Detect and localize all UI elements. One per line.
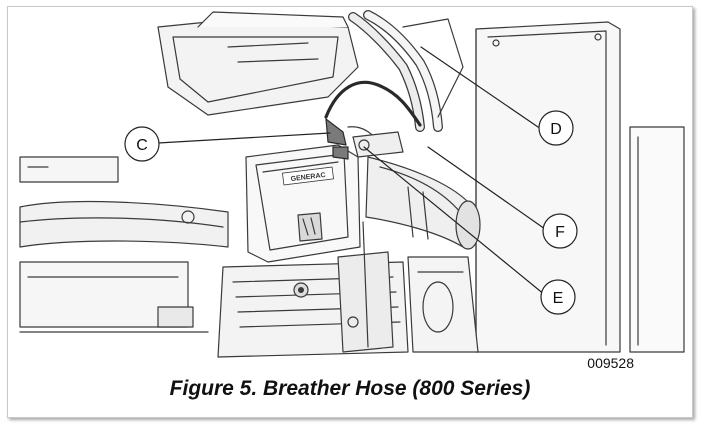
callout-d-label: D bbox=[550, 121, 562, 138]
leader-f bbox=[427, 146, 546, 230]
figure-caption: Figure 5. Breather Hose (800 Series) bbox=[169, 377, 531, 400]
enclosure-panels bbox=[157, 10, 685, 353]
callout-c: C bbox=[124, 126, 160, 162]
engine-block bbox=[217, 251, 409, 358]
leader-d bbox=[420, 46, 539, 128]
figure-frame: GENERAC bbox=[7, 6, 693, 418]
callout-d: D bbox=[538, 110, 574, 146]
breather-hose bbox=[324, 80, 422, 160]
leader-e bbox=[363, 146, 546, 296]
callout-f-label: F bbox=[555, 224, 565, 241]
leader-lines bbox=[157, 46, 546, 296]
figure-code: 009528 bbox=[587, 355, 634, 371]
engine-brand-plate: GENERAC bbox=[290, 172, 326, 183]
callout-c-label: C bbox=[136, 137, 148, 154]
callout-e-label: E bbox=[553, 290, 564, 307]
callout-e: E bbox=[540, 279, 576, 315]
engine-illustration: GENERAC bbox=[19, 10, 685, 358]
leader-c bbox=[157, 132, 331, 144]
valve-cover: GENERAC bbox=[245, 144, 361, 263]
callout-f: F bbox=[542, 213, 578, 249]
left-frame bbox=[19, 156, 229, 333]
lower-right-details bbox=[362, 221, 479, 353]
